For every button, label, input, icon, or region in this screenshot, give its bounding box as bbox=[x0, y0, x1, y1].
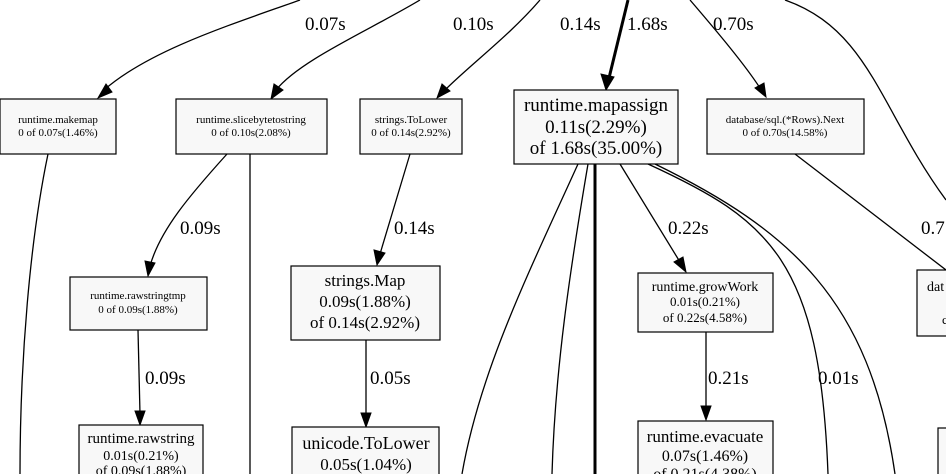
node-growwork[interactable]: runtime.growWork 0.01s(0.21%) of 0.22s(4… bbox=[637, 272, 774, 333]
edge-rawstring bbox=[137, 329, 141, 415]
edge-makemap-arrow bbox=[96, 83, 113, 100]
node-line1: c bbox=[942, 312, 946, 327]
node-name: database/sql.(*Rows).Next bbox=[726, 114, 845, 126]
node-partial-bottom-right[interactable] bbox=[937, 427, 946, 474]
edge-label-mapassign: 1.68s bbox=[627, 14, 668, 35]
edge-rawstringtmp-arrow bbox=[144, 260, 156, 278]
node-name: runtime.makemap bbox=[18, 114, 98, 126]
node-name: runtime.growWork bbox=[652, 280, 759, 295]
node-mapassign[interactable]: runtime.mapassign 0.11s(2.29%) of 1.68s(… bbox=[513, 89, 679, 165]
edge-label-unicodelower: 0.05s bbox=[370, 368, 411, 389]
node-line1: 0.11s(2.29%) bbox=[545, 117, 647, 138]
node-line1: 0.01s(0.21%) bbox=[103, 449, 179, 464]
edge-makemap bbox=[103, 0, 301, 91]
node-name: runtime.evacuate bbox=[647, 427, 764, 446]
node-strings-tolower[interactable]: strings.ToLower 0 of 0.14s(2.92%) bbox=[359, 98, 463, 155]
edge-rawstringtmp bbox=[149, 153, 228, 267]
edge-tolower bbox=[444, 0, 541, 91]
node-line1: 0.05s(1.04%) bbox=[320, 455, 412, 474]
node-line2: of 0.09s(1.88%) bbox=[96, 464, 187, 474]
edge-top-right bbox=[784, 0, 946, 201]
node-name: dat bbox=[927, 280, 944, 295]
node-flat: 0 of 0.70s(14.58%) bbox=[743, 127, 828, 139]
node-line2: of 0.14s(2.92%) bbox=[310, 313, 420, 332]
node-name: strings.ToLower bbox=[375, 114, 448, 126]
node-flat: 0 of 0.10s(2.08%) bbox=[211, 127, 291, 139]
edge-label-rawstring: 0.09s bbox=[145, 368, 186, 389]
node-name: runtime.mapassign bbox=[524, 95, 669, 116]
node-flat: 0 of 0.09s(1.88%) bbox=[98, 304, 178, 316]
edge-label-slicebyte: 0.10s bbox=[453, 14, 494, 35]
node-rawstringtmp[interactable]: runtime.rawstringtmp 0 of 0.09s(1.88%) bbox=[69, 276, 208, 331]
edge-mapassign-arrow bbox=[600, 73, 615, 92]
node-rawstring[interactable]: runtime.rawstring 0.01s(0.21%) of 0.09s(… bbox=[78, 424, 204, 474]
edge-label-evacuate: 0.21s bbox=[708, 368, 749, 389]
node-line1: 0.09s(1.88%) bbox=[319, 292, 411, 311]
edge-rowsnext bbox=[689, 0, 761, 89]
edge-label-rawstringtmp: 0.09s bbox=[180, 218, 221, 239]
edge-label-makemap: 0.07s bbox=[305, 14, 346, 35]
edge-label-growwork: 0.22s bbox=[668, 218, 709, 239]
node-flat: 0 of 0.14s(2.92%) bbox=[371, 127, 451, 139]
node-partial-right[interactable]: dat c bbox=[916, 269, 946, 337]
node-evacuate[interactable]: runtime.evacuate 0.07s(1.46%) of 0.21s(4… bbox=[637, 420, 774, 474]
node-name: runtime.slicebytetostring bbox=[196, 114, 306, 126]
edge-evacuate-arrow bbox=[700, 405, 712, 422]
edges: 0.07s 0.10s 0.14s 1.68s 0.70s 0.09s 0.14… bbox=[19, 0, 946, 474]
edge-label-stringsmap: 0.14s bbox=[394, 218, 435, 239]
node-name: runtime.rawstring bbox=[87, 431, 195, 447]
node-rows-next[interactable]: database/sql.(*Rows).Next 0 of 0.70s(14.… bbox=[706, 98, 865, 155]
edge-slicebyte bbox=[275, 0, 421, 91]
edge-stringsmap bbox=[379, 153, 411, 255]
edge-tolower-arrow bbox=[436, 83, 451, 100]
node-line2: of 0.21s(4.38%) bbox=[653, 466, 757, 474]
node-flat: 0 of 0.07s(1.46%) bbox=[18, 127, 98, 139]
edge-stringsmap-arrow bbox=[373, 249, 386, 267]
edge-rowsnext-arrow bbox=[754, 82, 767, 99]
edge-unicodelower-arrow bbox=[360, 412, 372, 429]
edge-label-rowsnext: 0.70s bbox=[713, 14, 754, 35]
node-slicebytetostring[interactable]: runtime.slicebytetostring 0 of 0.10s(2.0… bbox=[175, 98, 328, 155]
node-line2: of 1.68s(35.00%) bbox=[530, 138, 662, 159]
edge-growwork-arrow bbox=[673, 256, 687, 274]
edge-rows-partial bbox=[794, 153, 946, 271]
node-unicode-tolower[interactable]: unicode.ToLower 0.05s(1.04%) bbox=[291, 426, 440, 474]
edge-rawstring-arrow bbox=[134, 410, 146, 427]
edge-mapassign-out-1 bbox=[461, 163, 579, 474]
node-makemap[interactable]: runtime.makemap 0 of 0.07s(1.46%) bbox=[0, 98, 117, 155]
edge-mapassign-right-1 bbox=[647, 163, 829, 474]
node-line1: 0.01s(0.21%) bbox=[670, 294, 740, 309]
edge-label-right-small: 0.01s bbox=[818, 368, 859, 389]
edge-mapassign-out-2 bbox=[551, 163, 589, 474]
edge-label-tolower: 0.14s bbox=[560, 14, 601, 35]
edge-mapassign-right-2 bbox=[654, 163, 896, 474]
node-strings-map[interactable]: strings.Map 0.09s(1.88%) of 0.14s(2.92%) bbox=[290, 265, 441, 341]
edge-makemap-down bbox=[19, 153, 49, 474]
node-name: strings.Map bbox=[325, 271, 406, 290]
edge-label-right-partial: 0.7 bbox=[921, 218, 945, 239]
node-line2: of 0.22s(4.58%) bbox=[663, 310, 747, 325]
node-name: unicode.ToLower bbox=[302, 433, 429, 453]
edge-growwork bbox=[619, 163, 681, 263]
edge-slicebyte-arrow bbox=[270, 83, 284, 101]
node-name: runtime.rawstringtmp bbox=[90, 290, 186, 302]
edge-mapassign bbox=[607, 0, 630, 79]
node-line1: 0.07s(1.46%) bbox=[662, 448, 748, 465]
